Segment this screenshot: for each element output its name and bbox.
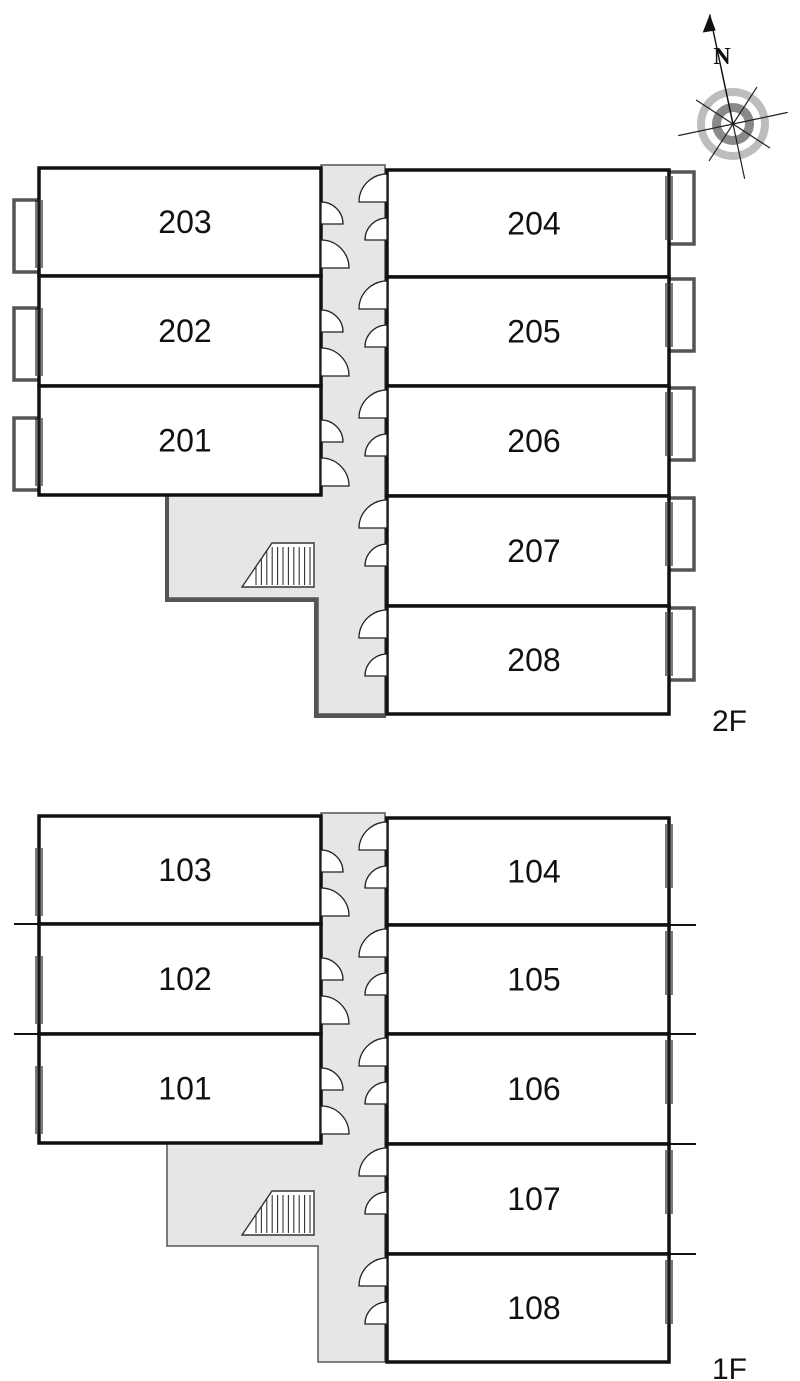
door-swing-icon [320,239,350,269]
door-swing-icon [364,543,388,567]
door-swing-icon [364,1081,388,1105]
compass-spoke [732,111,788,125]
door-swing-icon [320,887,350,917]
door-swing-icon [358,280,388,310]
compass-north-line [709,14,734,125]
room-number: 107 [507,1181,560,1217]
door-swing-icon [320,849,344,873]
room-number: 201 [158,423,211,459]
compass-north-label: N [713,44,731,70]
room-103[interactable]: 103 [35,814,350,926]
door-swing-icon [364,1301,388,1325]
floor-2f: 203 202 201 204 205 206 207 208 2F [12,164,747,738]
door-swing-icon [320,419,344,443]
floor-label: 1F [712,1353,747,1381]
room-number: 104 [507,854,560,890]
door-swing-icon [364,324,388,348]
room-102[interactable]: 102 [35,922,350,1036]
room-201[interactable]: 201 [35,384,350,497]
room-205[interactable]: 205 [358,275,673,388]
door-swing-icon [320,457,350,487]
room-number: 202 [158,313,211,349]
door-swing-icon [358,609,388,639]
room-104[interactable]: 104 [358,816,673,927]
room-203[interactable]: 203 [35,166,350,278]
room-number: 108 [507,1290,560,1326]
outer-railing [165,495,386,718]
door-swing-icon [364,653,388,677]
compass-spoke [732,123,746,179]
compass-spoke [678,123,734,137]
door-swing-icon [358,389,388,419]
room-206[interactable]: 206 [358,384,673,498]
door-swing-icon [320,957,344,981]
door-swing-icon [320,1067,344,1091]
room-208[interactable]: 208 [358,604,673,716]
compass-north-arrow [702,14,716,33]
door-swing-icon [358,1037,388,1067]
room-number: 208 [507,642,560,678]
door-swing-icon [320,995,350,1025]
room-outline [385,1252,671,1364]
door-swing-icon [358,821,388,851]
compass-spoke [732,123,771,149]
room-number: 102 [158,961,211,997]
room-106[interactable]: 106 [358,1032,673,1146]
room-number: 103 [158,852,211,888]
room-number: 203 [158,204,211,240]
door-swing-icon [358,1257,388,1287]
compass: N [678,14,788,179]
room-number: 206 [507,423,560,459]
compass-spoke [708,123,734,162]
room-outline [385,1032,671,1146]
door-swing-icon [364,972,388,996]
door-swing-icon [320,309,344,333]
door-swing-icon [364,217,388,241]
floor-label: 2F [712,705,747,738]
door-swing-icon [320,347,350,377]
room-101[interactable]: 101 [35,1032,350,1145]
room-outline [37,384,323,497]
room-number: 105 [507,962,560,998]
room-107[interactable]: 107 [358,1142,673,1256]
room-204[interactable]: 204 [358,168,673,279]
room-outline [37,1032,323,1145]
compass-spoke [732,86,758,125]
door-swing-icon [358,1147,388,1177]
door-swing-icon [320,201,344,225]
room-number: 106 [507,1071,560,1107]
door-swing-icon [358,173,388,203]
room-outline [37,814,323,926]
compass-spoke [695,99,734,125]
room-105[interactable]: 105 [358,923,673,1036]
door-swing-icon [364,433,388,457]
room-number: 205 [507,314,560,350]
door-swing-icon [364,1191,388,1215]
door-swing-icon [364,865,388,889]
room-number: 207 [507,533,560,569]
room-number: 101 [158,1071,211,1107]
door-swing-icon [320,1105,350,1135]
floor-1f: 103 102 101 104 105 106 107 108 1F [14,812,747,1381]
door-swing-icon [358,928,388,958]
room-202[interactable]: 202 [35,274,350,388]
room-207[interactable]: 207 [358,494,673,608]
door-swing-icon [358,499,388,529]
room-outline [385,494,671,608]
room-outline [385,384,671,498]
room-number: 204 [507,206,560,242]
room-108[interactable]: 108 [358,1252,673,1364]
